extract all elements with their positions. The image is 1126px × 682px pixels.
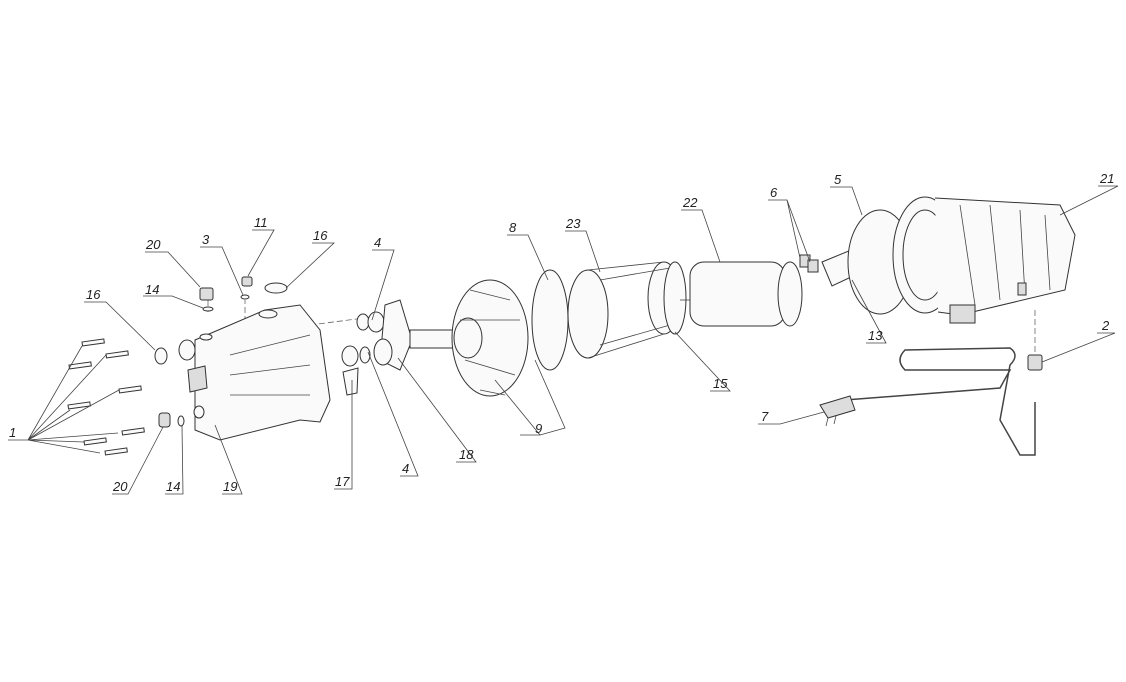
label-part-23: 23 — [565, 216, 581, 231]
label-part-4-lower: 4 — [402, 461, 409, 476]
label-part-18: 18 — [459, 447, 474, 462]
motor — [680, 261, 803, 327]
label-part-20-upper: 20 — [145, 237, 161, 252]
leader-lines — [8, 185, 1119, 495]
label-part-8: 8 — [509, 220, 517, 235]
label-part-13: 13 — [868, 328, 883, 343]
label-part-5: 5 — [834, 172, 842, 187]
impeller — [451, 269, 569, 397]
label-part-1: 1 — [9, 425, 16, 440]
diffuser — [341, 299, 461, 396]
power-cable — [819, 347, 1043, 456]
pump-body — [178, 304, 331, 441]
label-part-17: 17 — [335, 474, 350, 489]
label-part-22: 22 — [682, 195, 698, 210]
label-part-16-left: 16 — [86, 287, 101, 302]
small-parts — [154, 276, 288, 428]
label-part-6: 6 — [770, 185, 778, 200]
label-part-14-upper: 14 — [145, 282, 159, 297]
label-part-14-lower: 14 — [166, 479, 180, 494]
label-part-20-lower: 20 — [112, 479, 128, 494]
label-part-16-upper: 16 — [313, 228, 328, 243]
label-part-3: 3 — [202, 232, 210, 247]
label-part-19: 19 — [223, 479, 237, 494]
label-part-21: 21 — [1099, 171, 1114, 186]
label-part-15: 15 — [713, 376, 728, 391]
stator-cage — [567, 261, 687, 359]
bolts — [67, 338, 145, 456]
label-part-4-upper: 4 — [374, 235, 381, 250]
label-part-7: 7 — [761, 409, 769, 424]
label-part-9: 9 — [535, 421, 542, 436]
label-part-2: 2 — [1101, 318, 1110, 333]
housing — [892, 196, 1076, 324]
label-part-11: 11 — [254, 215, 268, 230]
